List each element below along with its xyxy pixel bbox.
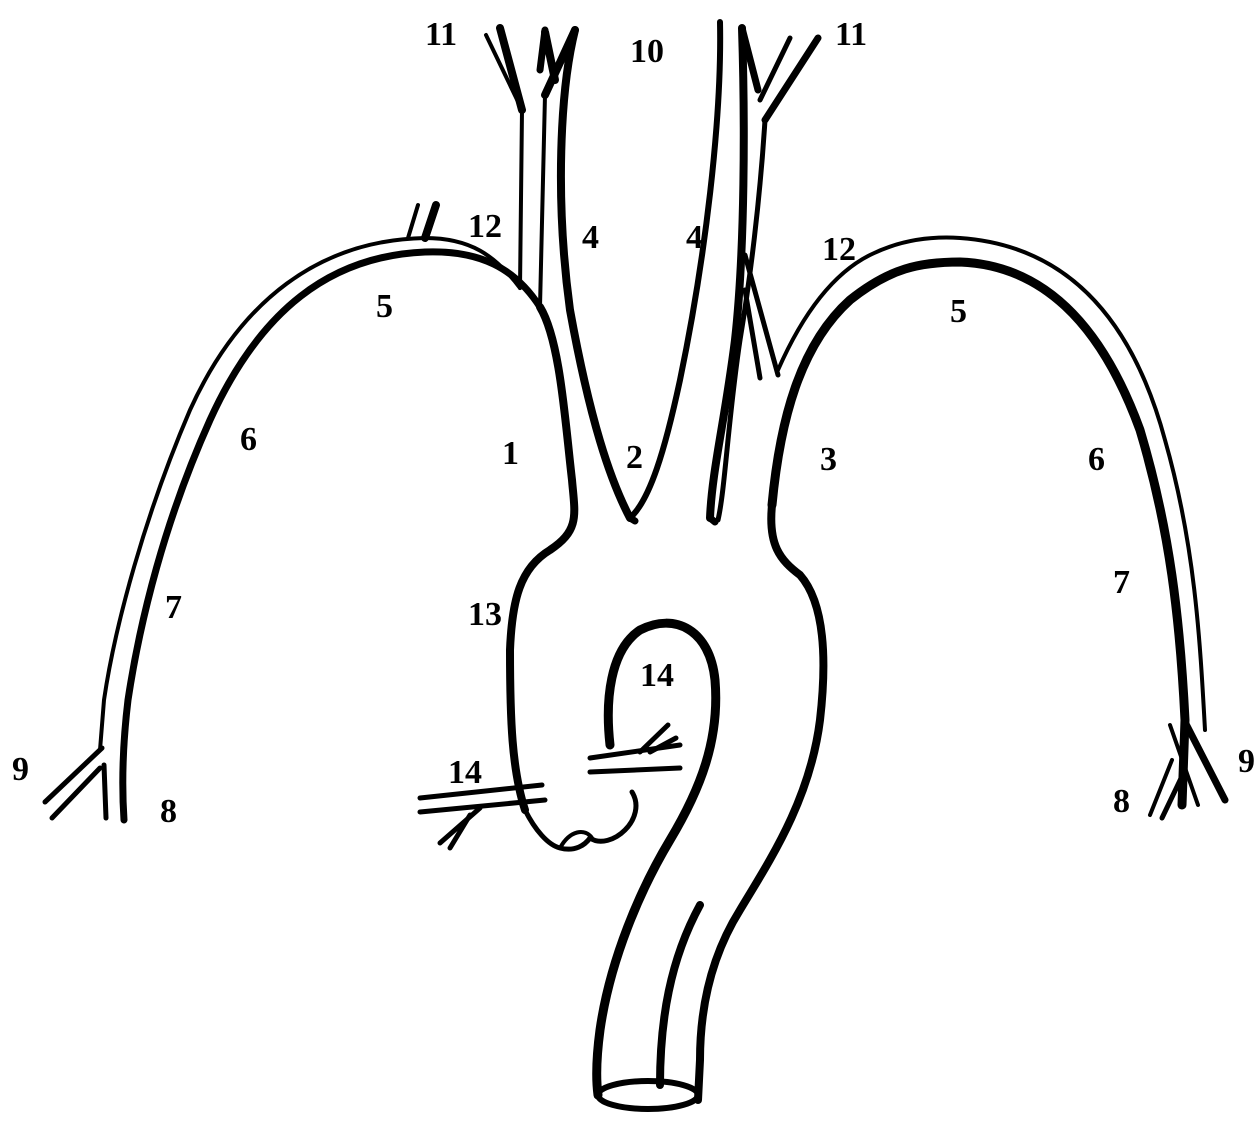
label-1: 1 xyxy=(502,435,519,472)
label-6-left: 6 xyxy=(240,421,257,458)
label-10: 10 xyxy=(630,33,664,70)
label-2: 2 xyxy=(626,439,643,476)
label-6-right: 6 xyxy=(1088,441,1105,478)
label-9-right: 9 xyxy=(1238,743,1255,780)
label-12-left: 12 xyxy=(468,208,502,245)
label-5-left: 5 xyxy=(376,288,393,325)
right-carotid-artery xyxy=(710,28,818,520)
label-12-right: 12 xyxy=(822,231,856,268)
label-14-top: 14 xyxy=(640,657,674,694)
label-9-left: 9 xyxy=(12,751,29,788)
label-4-left: 4 xyxy=(582,219,599,256)
brachiocephalic-trunk xyxy=(510,22,720,810)
number-labels: 11 10 11 12 4 4 12 5 5 6 1 2 3 6 7 7 13 … xyxy=(12,16,1255,830)
label-8-left: 8 xyxy=(160,793,177,830)
label-11-left: 11 xyxy=(425,16,457,53)
label-7-left: 7 xyxy=(165,589,182,626)
label-11-right: 11 xyxy=(835,16,867,53)
label-4-right: 4 xyxy=(686,219,703,256)
label-7-right: 7 xyxy=(1113,564,1130,601)
label-13: 13 xyxy=(468,596,502,633)
label-3: 3 xyxy=(820,441,837,478)
right-arm-artery xyxy=(772,238,1225,818)
label-8-right: 8 xyxy=(1113,783,1130,820)
label-5-right: 5 xyxy=(950,293,967,330)
aortic-arch xyxy=(525,505,823,1109)
left-arm-artery xyxy=(45,205,540,820)
label-14-left: 14 xyxy=(448,754,482,791)
